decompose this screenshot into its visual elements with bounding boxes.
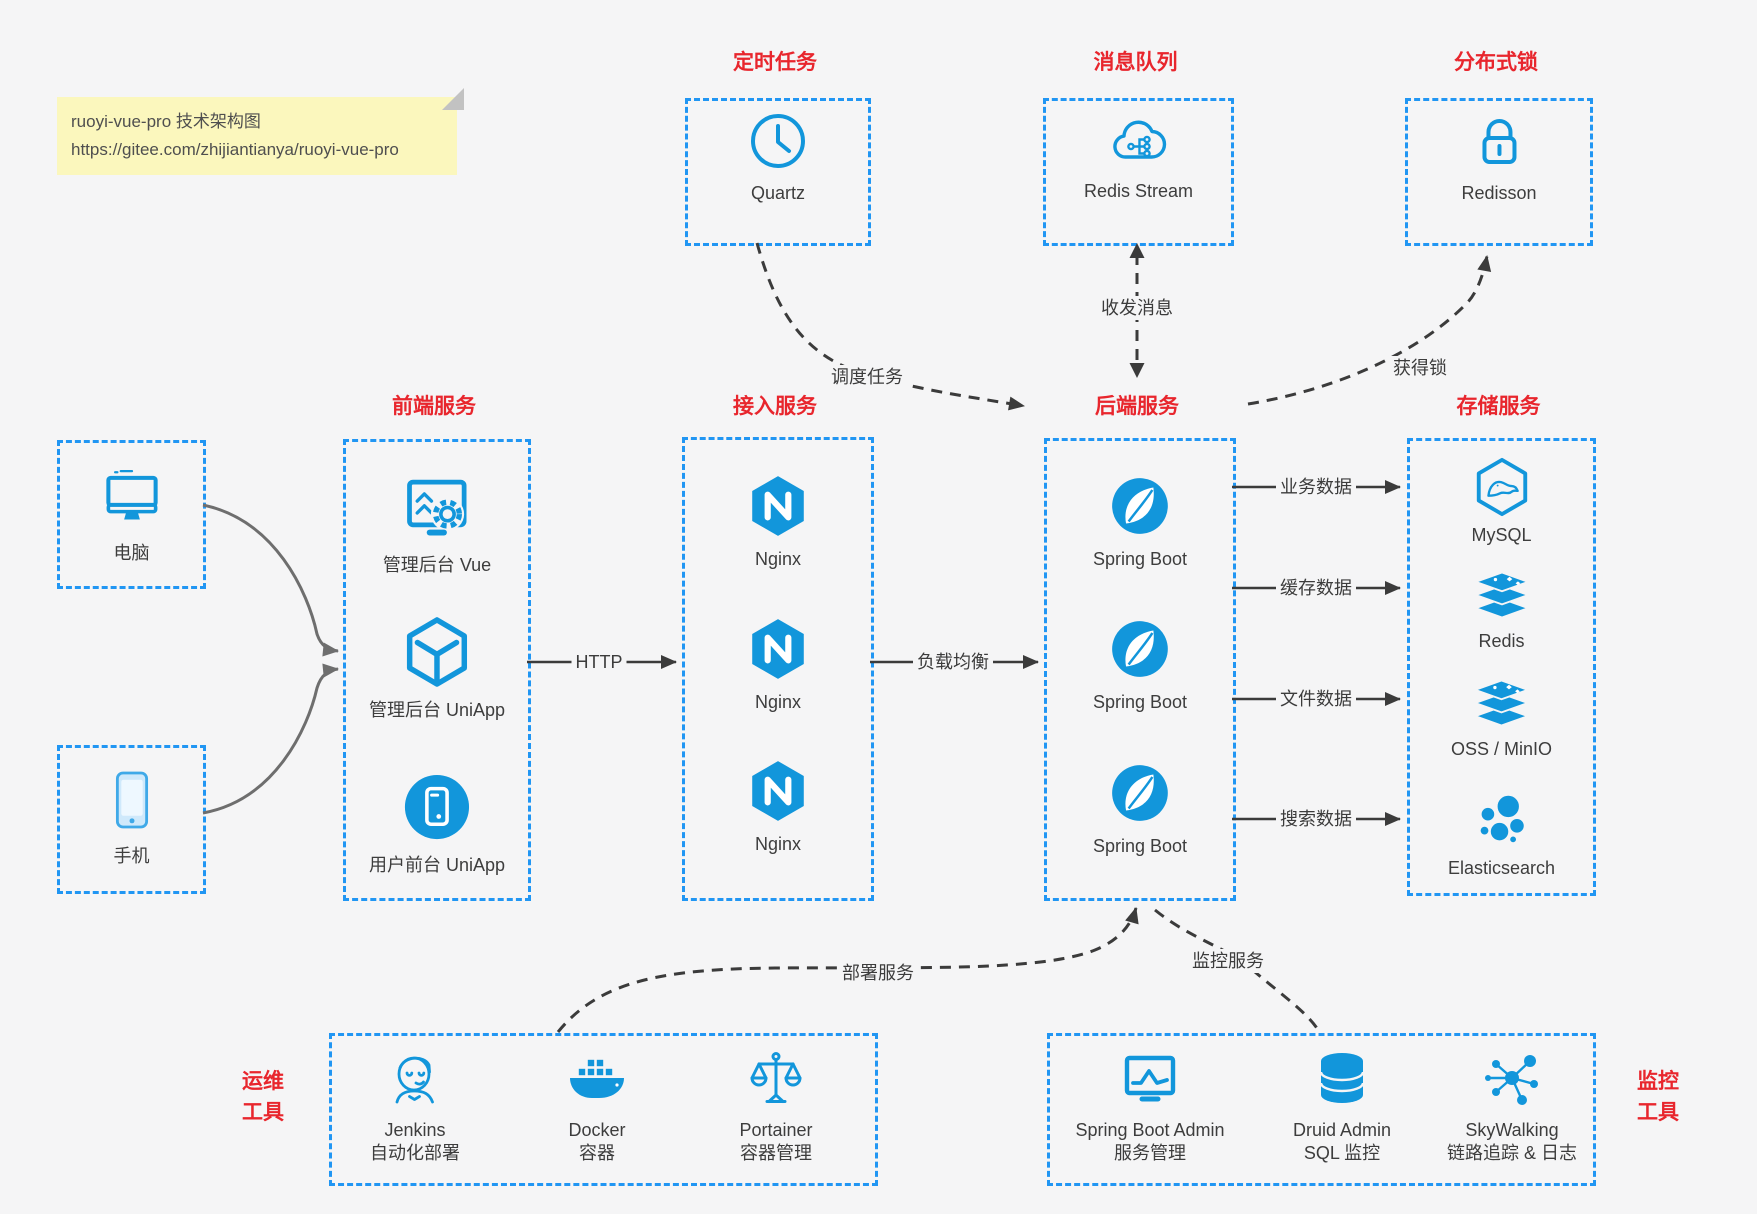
- group-title-frontend: 前端服务: [392, 395, 476, 418]
- elasticsearch-icon: [1470, 789, 1532, 851]
- group-box-scheduler: Quartz: [685, 98, 871, 246]
- edge-label-monitor: 监控服务: [1188, 949, 1268, 973]
- group-title-storage: 存储服务: [1456, 395, 1541, 418]
- node-label-admin-vue: 管理后台 Vue: [382, 555, 492, 575]
- edge-label-exchange: 收发消息: [1097, 296, 1177, 320]
- group-title-lock: 分布式锁: [1454, 51, 1538, 74]
- admin-vue-icon: [399, 469, 475, 545]
- node-label-redis-stream: Redis Stream: [1083, 181, 1194, 201]
- group-box-mq: Redis Stream: [1043, 98, 1234, 246]
- clock-icon: [746, 109, 810, 173]
- node-label-skywalking: SkyWalking: [1465, 1120, 1559, 1140]
- node-spring-boot-admin: Spring Boot Admin 服务管理: [1055, 1048, 1245, 1165]
- node-label-oss-minio: OSS / MinIO: [1450, 739, 1553, 759]
- group-box-frontend: 管理后台 Vue 管理后台 UniApp 用户前台 UniApp: [343, 439, 531, 901]
- edge-label-search-data: 搜索数据: [1276, 807, 1356, 831]
- group-title-scheduler: 定时任务: [733, 51, 817, 74]
- node-portainer: Portainer 容器管理: [691, 1048, 861, 1165]
- node-label-mysql: MySQL: [1471, 525, 1532, 545]
- group-box-backend: Spring Boot Spring Boot Spring Boot: [1044, 438, 1236, 901]
- node-label-springboot-1: Spring Boot: [1092, 549, 1188, 569]
- jenkins-icon: [383, 1048, 447, 1112]
- group-box-storage: MySQL Redis: [1407, 438, 1596, 896]
- desktop-icon: [96, 461, 168, 533]
- docker-icon: [565, 1048, 629, 1112]
- node-docker: Docker 容器: [512, 1048, 682, 1165]
- node-label-nginx-2: Nginx: [754, 692, 802, 712]
- edge-label-acquire-lock: 获得锁: [1389, 356, 1451, 380]
- nginx-icon: [745, 616, 811, 682]
- node-label-redis: Redis: [1478, 631, 1525, 651]
- node-label-quartz: Quartz: [750, 183, 806, 203]
- edge-label-deploy: 部署服务: [838, 961, 918, 985]
- client-label-mobile: 手机: [113, 846, 150, 866]
- client-box-pc: 电脑: [57, 440, 206, 589]
- database-icon: [1310, 1048, 1374, 1112]
- node-label-user-uniapp: 用户前台 UniApp: [368, 855, 506, 875]
- uniapp-cube-icon: [399, 614, 475, 690]
- edge-label-cache-data: 缓存数据: [1276, 576, 1356, 600]
- nginx-icon: [745, 758, 811, 824]
- portainer-scale-icon: [744, 1048, 808, 1112]
- node-label-portainer: Portainer: [739, 1120, 813, 1140]
- node-desc-jenkins: 自动化部署: [370, 1143, 460, 1163]
- group-title-mq: 消息队列: [1093, 51, 1178, 74]
- node-label-sba: Spring Boot Admin: [1075, 1120, 1225, 1140]
- node-label-nginx-3: Nginx: [754, 834, 802, 854]
- group-title-backend: 后端服务: [1095, 395, 1179, 418]
- node-desc-druid: SQL 监控: [1303, 1143, 1381, 1163]
- edge-label-load-balance: 负载均衡: [913, 650, 993, 674]
- node-label-jenkins: Jenkins: [384, 1120, 446, 1140]
- node-druid-admin: Druid Admin SQL 监控: [1252, 1048, 1432, 1165]
- oss-minio-stack-icon: [1472, 674, 1532, 732]
- node-label-redisson: Redisson: [1461, 183, 1537, 203]
- node-desc-portainer: 容器管理: [740, 1143, 812, 1163]
- monitor-chart-icon: [1118, 1048, 1182, 1112]
- mysql-icon: [1471, 456, 1533, 518]
- client-box-mobile: 手机: [57, 745, 206, 894]
- edge-label-schedule: 调度任务: [827, 365, 907, 389]
- node-label-springboot-2: Spring Boot: [1092, 692, 1188, 712]
- node-desc-docker: 容器: [579, 1143, 615, 1163]
- node-label-admin-uniapp: 管理后台 UniApp: [368, 700, 506, 720]
- spring-boot-icon: [1107, 473, 1173, 539]
- node-skywalking: SkyWalking 链路追踪 & 日志: [1417, 1048, 1607, 1165]
- note: ruoyi-vue-pro 技术架构图 https://gitee.com/zh…: [57, 88, 464, 176]
- edge-label-http: HTTP: [571, 650, 627, 674]
- group-title-access: 接入服务: [733, 395, 817, 418]
- node-label-nginx-1: Nginx: [754, 549, 802, 569]
- lock-icon: [1467, 109, 1531, 173]
- molecule-icon: [1480, 1048, 1544, 1112]
- node-jenkins: Jenkins 自动化部署: [330, 1048, 500, 1165]
- node-label-elasticsearch: Elasticsearch: [1447, 858, 1556, 878]
- redis-stack-icon: [1472, 566, 1532, 624]
- ops-side-label: 运维 工具: [242, 1070, 284, 1124]
- node-desc-skywalking: 链路追踪 & 日志: [1446, 1143, 1577, 1163]
- spring-boot-icon: [1107, 616, 1173, 682]
- client-label-pc: 电脑: [113, 543, 150, 563]
- group-box-monitoring: [1047, 1033, 1596, 1186]
- monitoring-side-label: 监控 工具: [1637, 1070, 1679, 1124]
- group-box-access: Nginx Nginx Nginx: [682, 437, 874, 901]
- group-box-ops: [329, 1033, 878, 1186]
- note-title: ruoyi-vue-pro 技术架构图: [71, 112, 261, 131]
- edge-label-business-data: 业务数据: [1276, 475, 1356, 499]
- node-label-springboot-3: Spring Boot: [1092, 836, 1188, 856]
- note-fold-corner: [442, 88, 464, 110]
- user-app-icon: [399, 769, 475, 845]
- node-label-docker: Docker: [568, 1120, 626, 1140]
- edge-label-file-data: 文件数据: [1276, 687, 1356, 711]
- nginx-icon: [745, 473, 811, 539]
- cloud-stream-icon: [1106, 111, 1170, 171]
- node-desc-sba: 服务管理: [1114, 1143, 1186, 1163]
- group-box-lock: Redisson: [1405, 98, 1593, 246]
- node-label-druid: Druid Admin: [1292, 1120, 1392, 1140]
- spring-boot-icon: [1107, 760, 1173, 826]
- phone-icon: [96, 764, 168, 836]
- note-url: https://gitee.com/zhijiantianya/ruoyi-vu…: [71, 140, 399, 160]
